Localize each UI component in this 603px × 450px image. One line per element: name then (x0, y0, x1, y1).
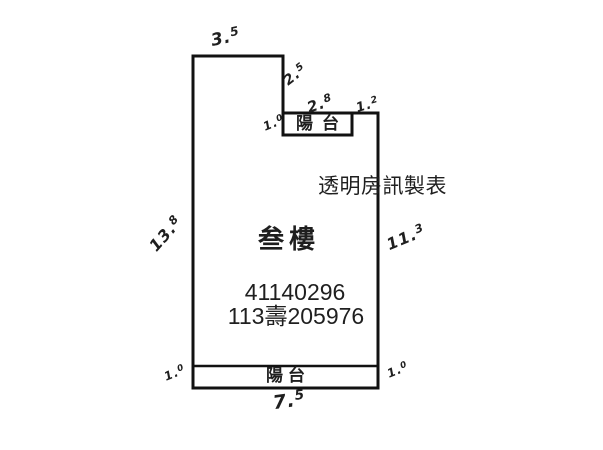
bottom-balcony-label: 陽台 (266, 366, 310, 386)
case-reference-number: 113壽205976 (227, 303, 365, 329)
unit-outline (191, 54, 380, 390)
top-balcony-box (281, 111, 354, 137)
case-number: 41140296 (244, 279, 346, 305)
provider-watermark: 透明房訊製表 (318, 175, 447, 198)
top-balcony-label: 陽台 (296, 114, 348, 134)
floor-label: 叁樓 (258, 225, 321, 255)
